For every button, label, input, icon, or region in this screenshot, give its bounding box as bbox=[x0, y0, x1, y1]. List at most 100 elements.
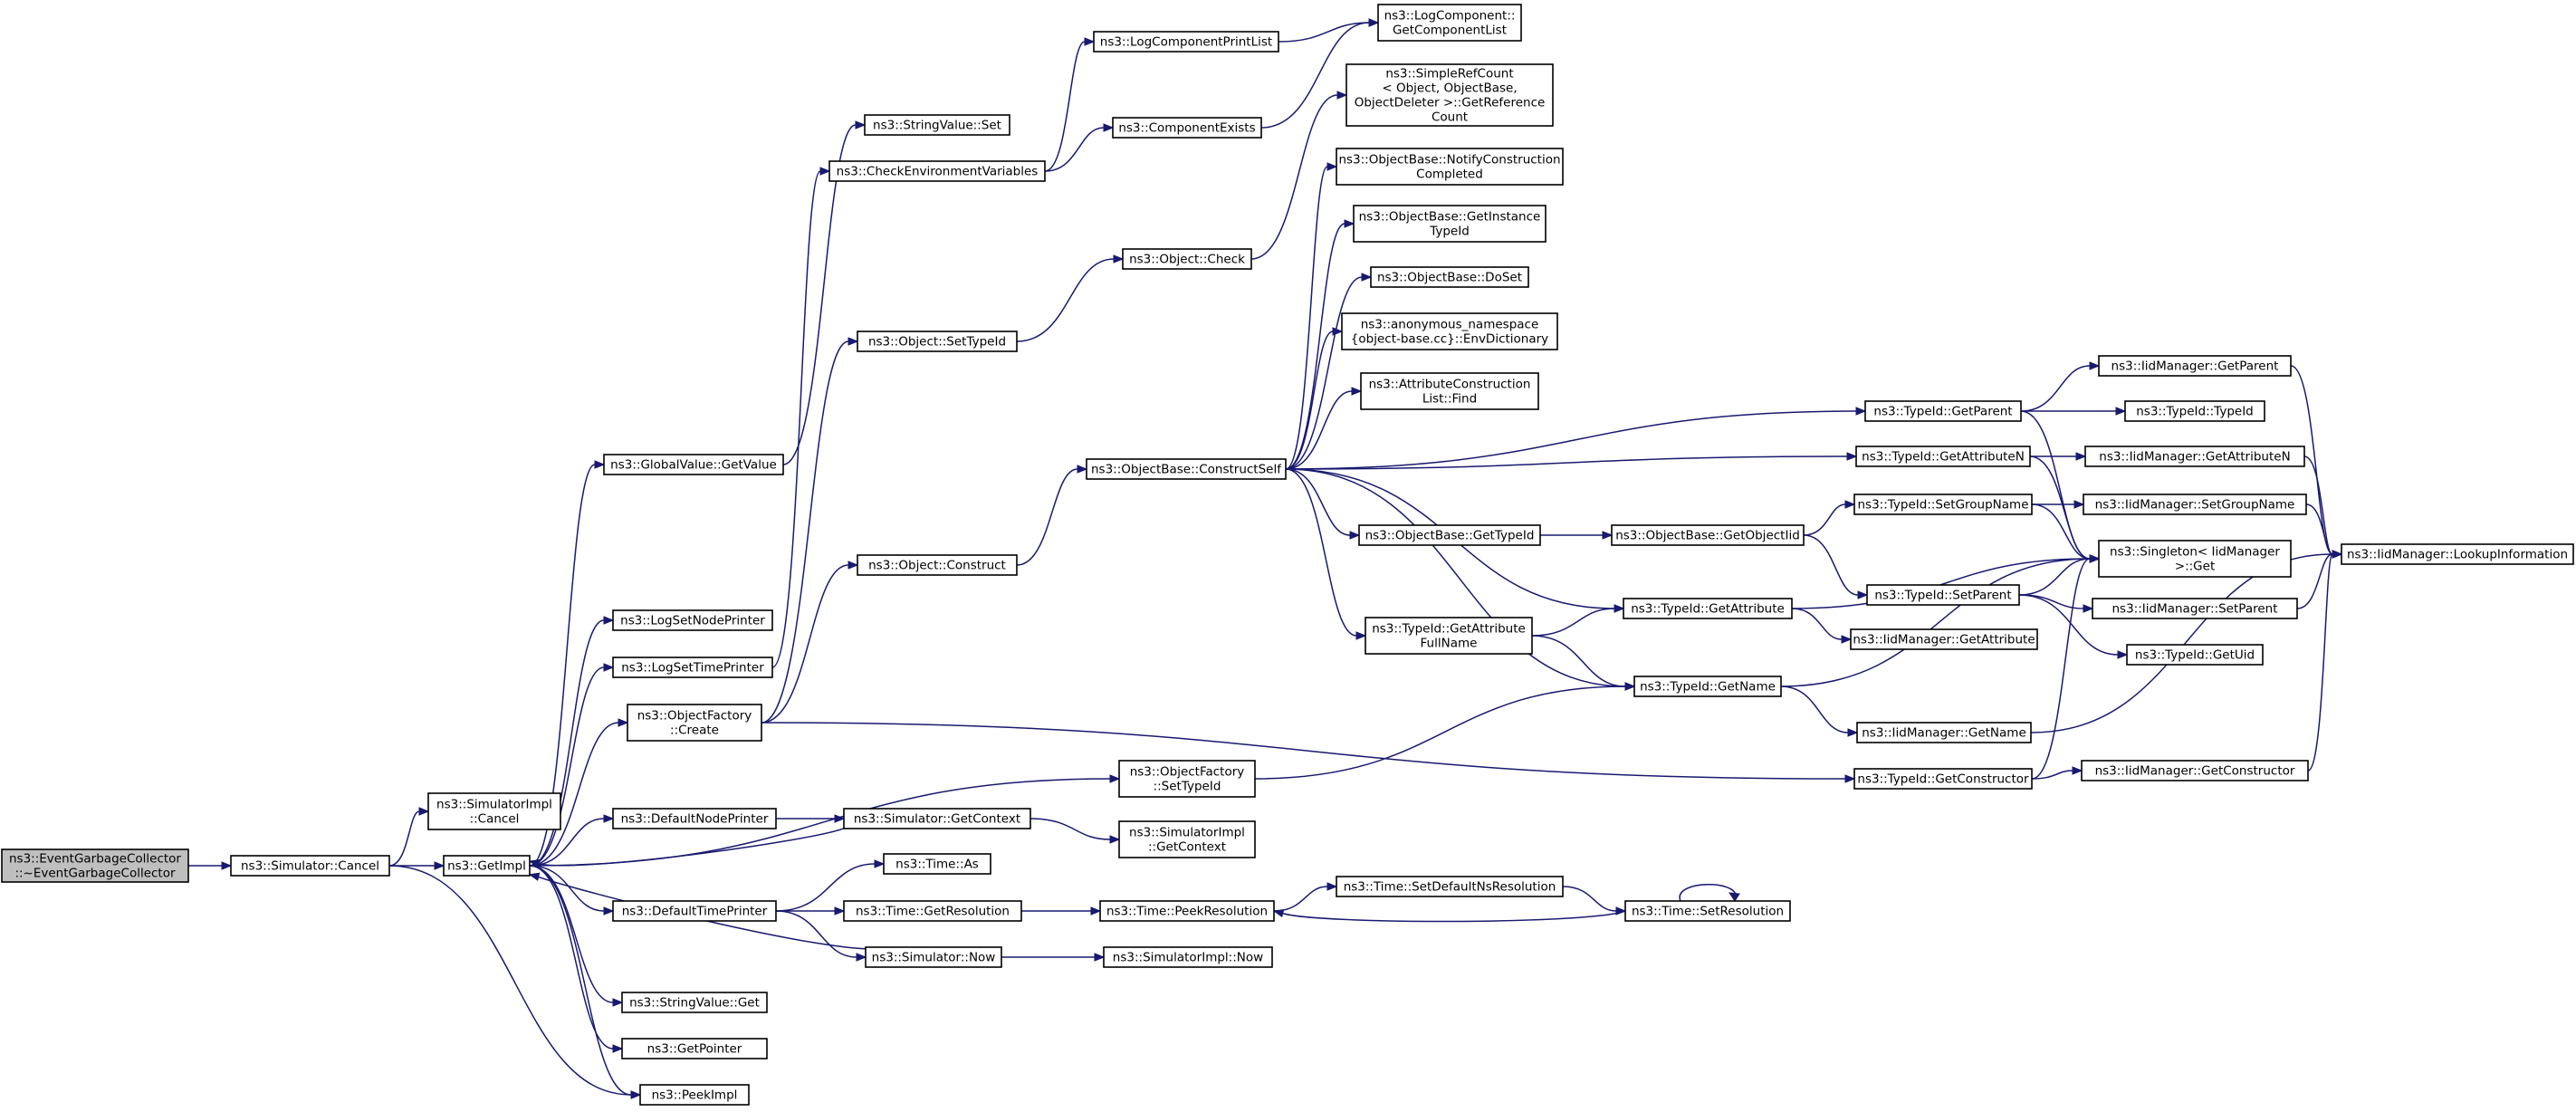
edge-tidgetparent-to-tidtypeid bbox=[2020, 407, 2127, 416]
edge-line bbox=[388, 810, 420, 867]
function-node-ofsettypeid[interactable]: ns3::ObjectFactory::SetTypeId bbox=[1118, 760, 1256, 798]
node-box bbox=[1855, 446, 2031, 467]
node-box bbox=[1345, 63, 1554, 127]
function-node-logcomplist[interactable]: ns3::LogComponent::GetComponentList bbox=[1377, 4, 1522, 42]
function-node-deftime[interactable]: ns3::DefaultTimePrinter bbox=[612, 900, 777, 922]
edge-obconstruct-to-envdict bbox=[1285, 327, 1344, 470]
node-box bbox=[865, 946, 1002, 968]
node-box bbox=[612, 900, 777, 922]
edge-arrowhead bbox=[630, 1090, 642, 1099]
node-label: ns3::SimpleRefCount bbox=[1385, 67, 1513, 81]
function-node-svset[interactable]: ns3::StringValue::Set bbox=[864, 114, 1010, 136]
edge-line bbox=[1254, 685, 1626, 780]
edge-line bbox=[2031, 770, 2073, 780]
function-node-gvgetvalue[interactable]: ns3::GlobalValue::GetValue bbox=[603, 454, 784, 475]
function-node-obconstruct[interactable]: ns3::ObjectBase::ConstructSelf bbox=[1086, 458, 1287, 480]
function-node-notifyconst[interactable]: ns3::ObjectBase::NotifyConstructionCompl… bbox=[1336, 148, 1564, 186]
function-node-getpointer[interactable]: ns3::GetPointer bbox=[621, 1038, 768, 1059]
function-node-iidgetctor[interactable]: ns3::IidManager::GetConstructor bbox=[2081, 760, 2309, 781]
function-node-iidsetgroup[interactable]: ns3::IidManager::SetGroupName bbox=[2083, 494, 2307, 515]
function-node-iidgetattr[interactable]: ns3::IidManager::GetAttribute bbox=[1850, 628, 2038, 650]
function-node-settypeid[interactable]: ns3::Object::SetTypeId bbox=[857, 331, 1018, 352]
function-node-timegetres[interactable]: ns3::Time::GetResolution bbox=[843, 900, 1022, 922]
function-node-tidgetuid[interactable]: ns3::TypeId::GetUid bbox=[2126, 644, 2264, 666]
function-node-iidlookup[interactable]: ns3::IidManager::LookupInformation bbox=[2341, 543, 2574, 565]
edge-ofcreate-to-construct bbox=[761, 561, 859, 724]
function-node-iidgetparent[interactable]: ns3::IidManager::GetParent bbox=[2098, 355, 2292, 377]
function-node-egc[interactable]: ns3::EventGarbageCollector::~EventGarbag… bbox=[1, 848, 189, 883]
edge-arrowhead bbox=[1846, 452, 1858, 461]
function-node-peekimpl[interactable]: ns3::PeekImpl bbox=[639, 1084, 750, 1106]
function-node-simimplcancel[interactable]: ns3::SimulatorImpl::Cancel bbox=[427, 792, 561, 830]
function-node-simnow[interactable]: ns3::Simulator::Now bbox=[865, 946, 1002, 968]
node-box bbox=[1864, 400, 2022, 422]
edge-line bbox=[761, 564, 849, 724]
function-node-tidsetparent[interactable]: ns3::TypeId::SetParent bbox=[1866, 584, 2020, 606]
function-node-objcheck[interactable]: ns3::Object::Check bbox=[1122, 248, 1252, 270]
function-node-simimplgetctx[interactable]: ns3::SimulatorImpl::GetContext bbox=[1118, 820, 1256, 858]
function-node-iidsetparent[interactable]: ns3::IidManager::SetParent bbox=[2092, 598, 2298, 619]
function-node-refcount[interactable]: ns3::SimpleRefCount< Object, ObjectBase,… bbox=[1345, 63, 1554, 127]
function-node-tidtypeid[interactable]: ns3::TypeId::TypeId bbox=[2124, 400, 2265, 422]
node-label: Completed bbox=[1416, 168, 1483, 182]
function-node-tidgetname[interactable]: ns3::TypeId::GetName bbox=[1633, 676, 1782, 697]
function-node-iidgetattrn[interactable]: ns3::IidManager::GetAttributeN bbox=[2084, 446, 2305, 467]
function-node-doset[interactable]: ns3::ObjectBase::DoSet bbox=[1370, 266, 1529, 288]
edge-line bbox=[1280, 910, 1626, 923]
node-box bbox=[1336, 148, 1564, 186]
function-node-timesetres[interactable]: ns3::Time::SetResolution bbox=[1624, 900, 1791, 922]
function-node-tidgetparent[interactable]: ns3::TypeId::GetParent bbox=[1864, 400, 2022, 422]
function-node-timeas[interactable]: ns3::Time::As bbox=[883, 853, 991, 875]
function-node-iidgetname[interactable]: ns3::IidManager::GetName bbox=[1856, 722, 2032, 743]
node-label: ns3::StringValue::Get bbox=[629, 996, 760, 1011]
edge-line bbox=[529, 865, 614, 1050]
function-node-tidgetattr[interactable]: ns3::TypeId::GetAttribute bbox=[1623, 598, 1793, 619]
function-node-simcancel[interactable]: ns3::Simulator::Cancel bbox=[230, 855, 390, 877]
function-node-simimplnow[interactable]: ns3::SimulatorImpl::Now bbox=[1103, 946, 1273, 968]
function-node-logsetnode[interactable]: ns3::LogSetNodePrinter bbox=[612, 609, 773, 631]
edge-arrowhead bbox=[1857, 590, 1869, 599]
edge-line bbox=[1285, 468, 1351, 536]
edge-arrowhead bbox=[528, 858, 541, 868]
node-box bbox=[2092, 598, 2298, 619]
function-node-envdict[interactable]: ns3::anonymous_namespace{object-base.cc}… bbox=[1341, 312, 1558, 350]
node-box bbox=[1086, 458, 1287, 480]
node-label: ns3::Simulator::Now bbox=[872, 951, 996, 965]
edge-arrowhead bbox=[2073, 500, 2085, 509]
edge-line bbox=[529, 666, 605, 867]
function-node-singleton[interactable]: ns3::Singleton< IidManager>::Get bbox=[2098, 540, 2292, 578]
function-node-timepeek[interactable]: ns3::Time::PeekResolution bbox=[1099, 900, 1275, 922]
function-node-timesetdefns[interactable]: ns3::Time::SetDefaultNsResolution bbox=[1336, 876, 1564, 897]
edge-simnow-to-simimplnow bbox=[1001, 953, 1106, 962]
edge-defnode-to-simgetctx bbox=[776, 814, 846, 823]
node-label: ns3::ObjectBase::NotifyConstruction bbox=[1338, 153, 1560, 168]
node-label: ns3::Time::GetResolution bbox=[856, 905, 1010, 919]
function-node-checkenv[interactable]: ns3::CheckEnvironmentVariables bbox=[828, 160, 1046, 182]
edge-getimpl-to-getpointer bbox=[529, 865, 624, 1053]
edge-ofcreate-to-settypeid bbox=[761, 337, 859, 724]
function-node-compexists[interactable]: ns3::ComponentExists bbox=[1112, 117, 1262, 139]
edge-arrowhead bbox=[1326, 882, 1338, 891]
edge-arrowhead bbox=[612, 998, 624, 1007]
function-node-defnode[interactable]: ns3::DefaultNodePrinter bbox=[612, 808, 777, 829]
edge-line bbox=[1285, 410, 1857, 470]
node-label: ns3::anonymous_namespace bbox=[1361, 318, 1539, 332]
function-node-getimpl[interactable]: ns3::GetImpl bbox=[443, 855, 531, 877]
function-node-logsettime[interactable]: ns3::LogSetTimePrinter bbox=[612, 657, 773, 678]
edge-arrowhead bbox=[1841, 635, 1853, 644]
function-node-obgettid[interactable]: ns3::ObjectBase::GetTypeId bbox=[1358, 524, 1541, 546]
function-node-ofcreate[interactable]: ns3::ObjectFactory::Create bbox=[627, 704, 762, 742]
function-node-tidgetattrn[interactable]: ns3::TypeId::GetAttributeN bbox=[1855, 446, 2031, 467]
edge-getimpl-to-gvgetvalue bbox=[529, 460, 606, 867]
function-node-simgetctx[interactable]: ns3::Simulator::GetContext bbox=[843, 808, 1031, 829]
function-node-tidgetctor[interactable]: ns3::TypeId::GetConstructor bbox=[1853, 768, 2033, 790]
function-node-svget[interactable]: ns3::StringValue::Get bbox=[621, 992, 768, 1013]
function-node-logcpl[interactable]: ns3::LogComponentPrintList bbox=[1093, 31, 1279, 53]
function-node-construct[interactable]: ns3::Object::Construct bbox=[857, 554, 1018, 576]
edge-line bbox=[775, 910, 857, 958]
function-node-tidsetgroup[interactable]: ns3::TypeId::SetGroupName bbox=[1853, 494, 2033, 515]
function-node-obgetobjtid[interactable]: ns3::ObjectBase::GetObjectIid bbox=[1611, 524, 1805, 546]
